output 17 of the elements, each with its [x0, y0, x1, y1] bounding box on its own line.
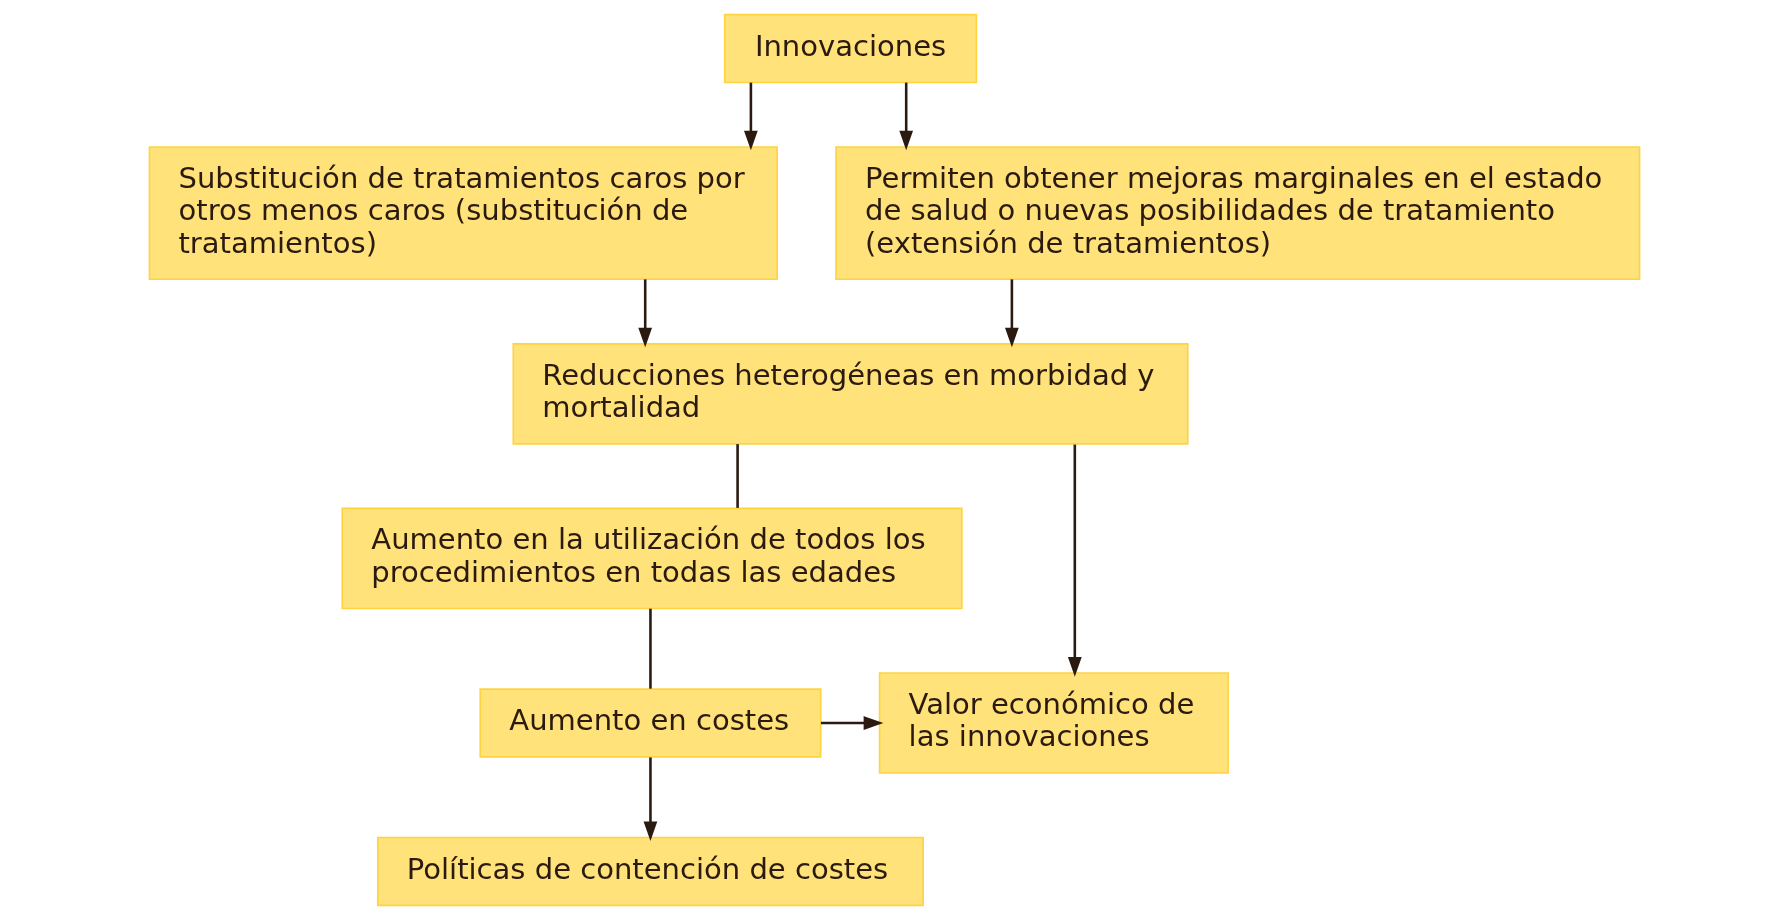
- node-box: Políticas de contención de costes: [376, 836, 924, 907]
- connector: [649, 608, 652, 689]
- arrow: [1005, 279, 1019, 348]
- node-box: Substitución de tratamientos caros por otros menos caros (substitución de tratamientos): [148, 146, 778, 281]
- node-box: Valor económico de las innovaciones: [878, 672, 1229, 774]
- node-box: Innovaciones: [723, 13, 978, 84]
- node-box: Aumento en la utilización de todos los procedimientos en todas las edades: [341, 507, 963, 610]
- node-box: Reducciones heterogéneas en morbidad y mortalidad: [512, 343, 1189, 445]
- arrow: [820, 716, 884, 730]
- node-box: Permiten obtener mejoras marginales en el estado de salud o nuevas posibilidades de tratamiento (extensión de tratamientos): [835, 146, 1641, 281]
- arrow: [744, 82, 758, 151]
- node-box: Aumento en costes: [479, 688, 822, 758]
- arrow: [899, 82, 914, 151]
- connector: [736, 444, 739, 508]
- arrow: [638, 279, 653, 348]
- arrow: [1067, 444, 1082, 677]
- arrow: [643, 757, 658, 842]
